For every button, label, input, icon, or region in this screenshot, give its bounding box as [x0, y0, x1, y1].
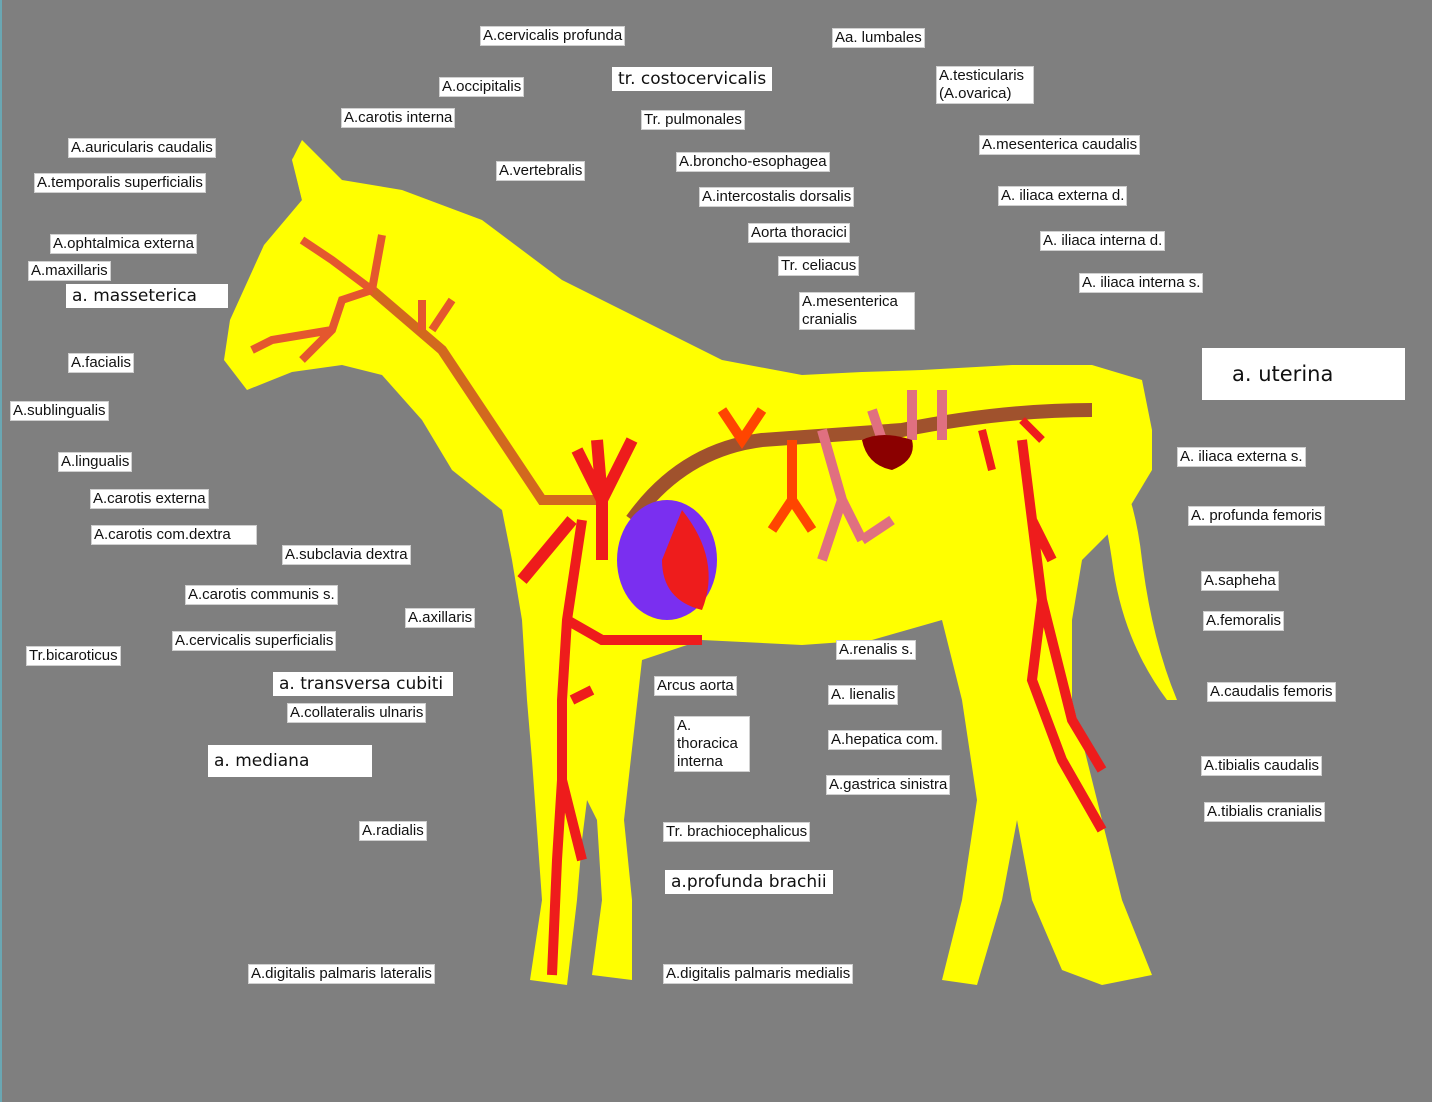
label-tr-pulmonales: Tr. pulmonales — [641, 110, 745, 130]
label-a-digitalis-palmaris-medialis: A.digitalis palmaris medialis — [663, 964, 853, 984]
label-a-facialis: A.facialis — [68, 353, 134, 373]
label-a-gastrica-sinistra: A.gastrica sinistra — [826, 775, 950, 795]
label-a-mesenterica-cranialis: A.mesenterica cranialis — [799, 292, 915, 330]
label-a-mesenterica-caudalis: A.mesenterica caudalis — [979, 135, 1140, 155]
label-a-transversa-cubiti: a. transversa cubiti — [273, 672, 453, 696]
label-a-renalis-s: A.renalis s. — [836, 640, 916, 660]
label-a-carotis-communis-s: A.carotis communis s. — [185, 585, 338, 605]
label-a-hepatica-com: A.hepatica com. — [828, 730, 942, 750]
label-a-cervicalis-profunda: A.cervicalis profunda — [480, 26, 625, 46]
label-a-tibialis-cranialis: A.tibialis cranialis — [1204, 802, 1325, 822]
label-a-cervicalis-superficialis: A.cervicalis superficialis — [172, 631, 336, 651]
label-a-femoralis: A.femoralis — [1203, 611, 1284, 631]
label-a-profunda-femoris: A. profunda femoris — [1188, 506, 1325, 526]
label-a-caudalis-femoris: A.caudalis femoris — [1207, 682, 1336, 702]
label-a-iliaca-interna-s: A. iliaca interna s. — [1079, 273, 1203, 293]
label-a-axillaris: A.axillaris — [405, 608, 475, 628]
label-a-carotis-com-dextra: A.carotis com.dextra — [91, 525, 257, 545]
label-a-iliaca-externa-d: A. iliaca externa d. — [998, 186, 1127, 206]
label-a-collateralis-ulnaris: A.collateralis ulnaris — [287, 703, 426, 723]
label-a-profunda-brachii: a.profunda brachii — [665, 870, 833, 894]
label-a-broncho-esophagea: A.broncho-esophagea — [676, 152, 830, 172]
label-a-thoracica-interna: A. thoracica interna — [674, 716, 750, 772]
label-a-intercostalis-dorsalis: A.intercostalis dorsalis — [699, 187, 854, 207]
label-a-auricularis-caudalis: A.auricularis caudalis — [68, 138, 216, 158]
label-a-temporalis-superficialis: A.temporalis superficialis — [34, 173, 206, 193]
label-a-testicularis: A.testicularis (A.ovarica) — [936, 66, 1034, 104]
label-aorta-thoracici: Aorta thoracici — [748, 223, 850, 243]
label-a-masseterica: a. masseterica — [66, 284, 228, 308]
label-a-uterina: a. uterina — [1202, 348, 1405, 400]
label-arcus-aorta: Arcus aorta — [654, 676, 737, 696]
label-tr-celiacus: Tr. celiacus — [778, 256, 859, 276]
label-a-tibialis-caudalis: A.tibialis caudalis — [1201, 756, 1322, 776]
label-a-radialis: A.radialis — [359, 821, 427, 841]
label-a-carotis-externa: A.carotis externa — [90, 489, 209, 509]
label-a-iliaca-interna-d: A. iliaca interna d. — [1040, 231, 1165, 251]
label-a-subclavia-dextra: A.subclavia dextra — [282, 545, 411, 565]
label-a-ophtalmica-externa: A.ophtalmica externa — [50, 234, 197, 254]
label-a-lienalis: A. lienalis — [828, 685, 898, 705]
label-a-carotis-interna: A.carotis interna — [341, 108, 455, 128]
label-a-sublingualis: A.sublingualis — [10, 401, 109, 421]
label-a-sapheha: A.sapheha — [1201, 571, 1279, 591]
label-a-lingualis: A.lingualis — [58, 452, 132, 472]
label-a-maxillaris: A.maxillaris — [28, 261, 111, 281]
label-tr-costocervicalis: tr. costocervicalis — [612, 67, 772, 91]
label-tr-brachiocephalicus: Tr. brachiocephalicus — [663, 822, 810, 842]
label-a-mediana: a. mediana — [208, 745, 372, 777]
label-a-digitalis-palmaris-lateralis: A.digitalis palmaris lateralis — [248, 964, 435, 984]
label-a-iliaca-externa-s: A. iliaca externa s. — [1177, 447, 1306, 467]
label-a-vertebralis: A.vertebralis — [496, 161, 585, 181]
label-aa-lumbales: Aa. lumbales — [832, 28, 925, 48]
label-a-occipitalis: A.occipitalis — [439, 77, 524, 97]
label-tr-bicaroticus: Tr.bicaroticus — [26, 646, 121, 666]
